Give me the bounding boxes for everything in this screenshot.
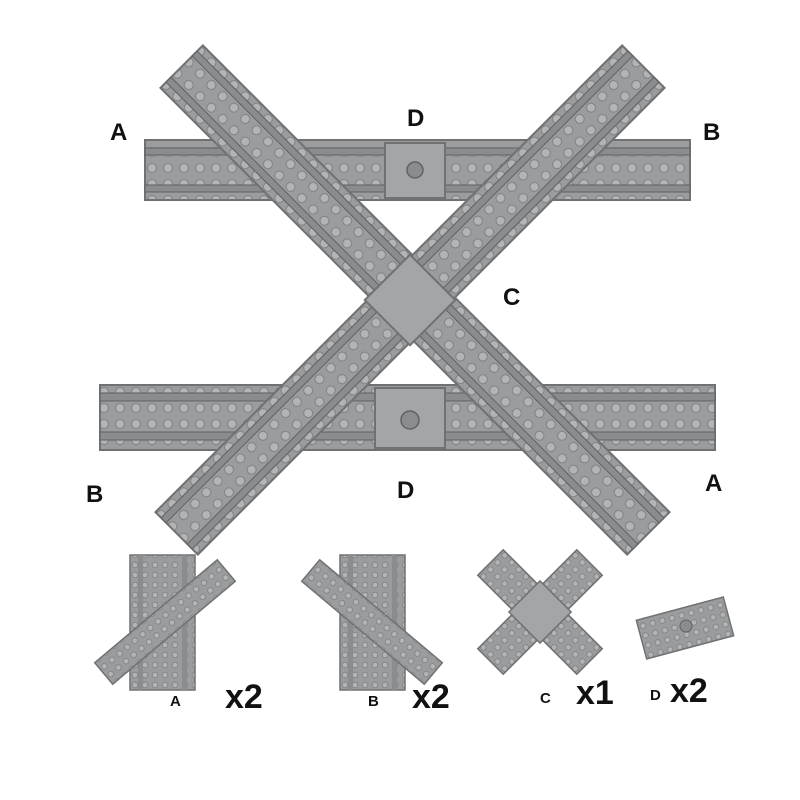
part-b-letter: B	[368, 693, 379, 710]
part-d-illustration	[635, 596, 735, 660]
label-bottom-right: A	[705, 470, 723, 497]
part-b-quantity: x2	[412, 678, 450, 716]
part-d-letter: D	[650, 687, 661, 704]
part-c-letter: C	[540, 690, 551, 707]
part-a-quantity: x2	[225, 678, 263, 716]
center-crossing-plate	[363, 253, 457, 347]
label-top-middle: D	[407, 105, 425, 132]
top-switch-plate	[384, 142, 446, 199]
label-top-right: B	[703, 119, 721, 146]
part-b-illustration	[300, 554, 444, 691]
bottom-switch-plate	[374, 387, 446, 449]
part-d-quantity: x2	[670, 672, 708, 710]
part-c-quantity: x1	[576, 674, 614, 712]
label-center: C	[503, 284, 521, 311]
label-top-left: A	[110, 119, 128, 146]
label-bottom-left: B	[86, 481, 104, 508]
label-bottom-middle: D	[397, 477, 415, 504]
part-c-illustration	[476, 548, 604, 676]
part-a-illustration	[93, 554, 237, 691]
part-a-letter: A	[170, 693, 181, 710]
